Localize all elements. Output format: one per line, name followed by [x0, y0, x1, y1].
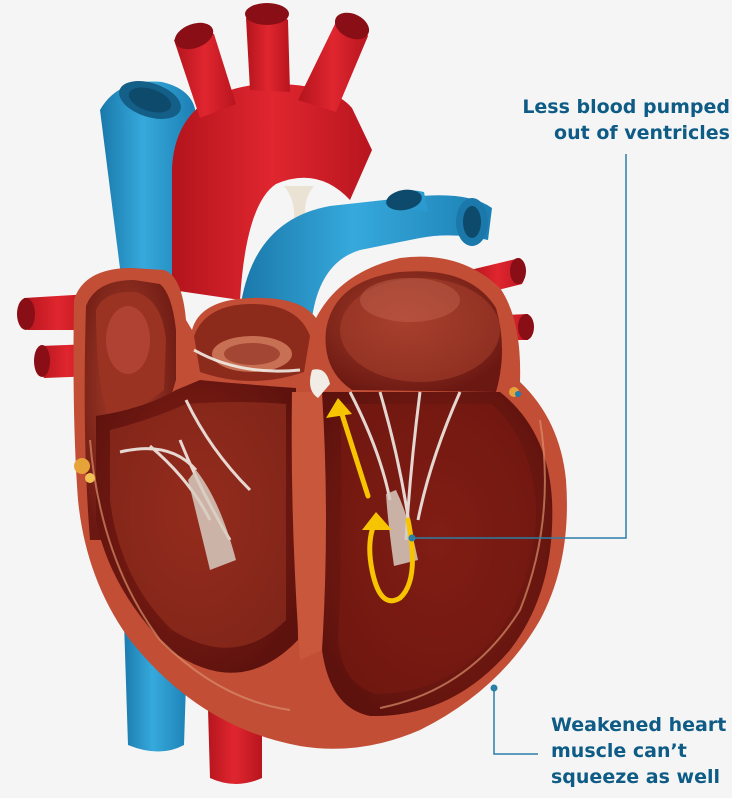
annotation-top-line2: out of ventricles [470, 120, 730, 146]
annotation-less-blood-pumped: Less blood pumped out of ventricles [470, 94, 730, 146]
annotation-weakened-muscle: Weakened heart muscle can’t squeeze as w… [551, 712, 731, 790]
leader-dot-top [409, 535, 416, 542]
annotation-bottom-line2: muscle can’t [551, 738, 731, 764]
annotation-bottom-line1: Weakened heart [551, 712, 731, 738]
leader-line-bottom [494, 688, 538, 754]
left-ventricle [322, 392, 552, 716]
left-atrium [326, 271, 502, 392]
annotation-bottom-line3: squeeze as well [551, 764, 731, 790]
annotation-top-line1: Less blood pumped [470, 94, 730, 120]
leader-dot-bottom [491, 685, 498, 692]
